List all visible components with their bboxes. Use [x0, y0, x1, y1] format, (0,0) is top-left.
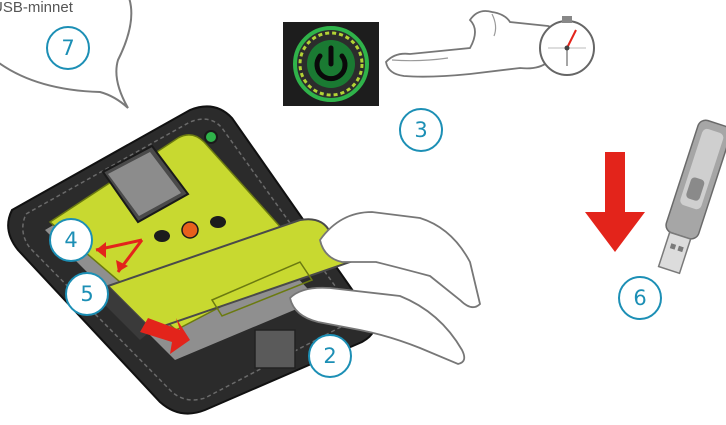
callout-text: USB-minnet — [0, 0, 74, 16]
marker-5: 5 — [66, 273, 108, 315]
marker-6-label: 6 — [633, 286, 646, 310]
pointing-hand-icon — [386, 11, 557, 77]
usb-stick-icon — [653, 118, 726, 275]
marker-3-label: 3 — [414, 118, 427, 142]
marker-7-label: 7 — [61, 36, 74, 60]
power-button-icon — [283, 22, 379, 106]
marker-2: 2 — [309, 335, 351, 377]
marker-5-label: 5 — [80, 282, 93, 306]
down-arrow-icon — [585, 152, 645, 252]
marker-3: 3 — [400, 109, 442, 151]
marker-2-label: 2 — [323, 344, 336, 368]
stopwatch-icon — [540, 16, 594, 75]
marker-7: 7 — [47, 27, 89, 69]
marker-4: 4 — [50, 219, 92, 261]
marker-4-label: 4 — [64, 228, 77, 252]
marker-6: 6 — [619, 277, 661, 319]
